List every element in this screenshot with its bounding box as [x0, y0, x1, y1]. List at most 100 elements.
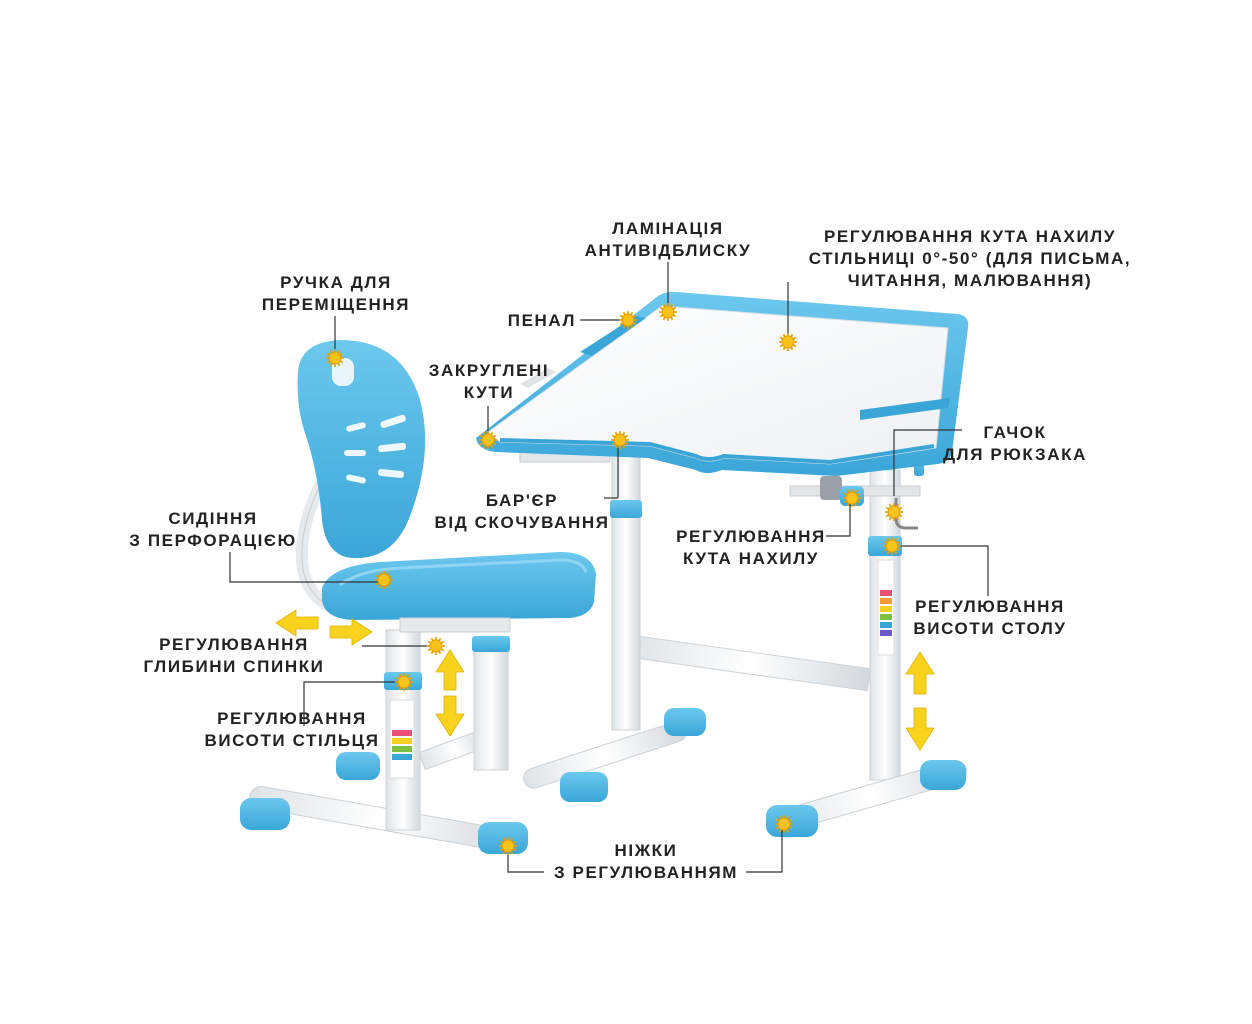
label-line: ВИСОТИ СТОЛУ	[913, 619, 1067, 638]
label-feet: НІЖКИ З РЕГУЛЮВАННЯМ	[546, 840, 746, 884]
hotspot-tilt-sun-dot-icon	[843, 489, 861, 507]
label-line: РЕГУЛЮВАННЯ	[676, 527, 826, 546]
label-line: СТІЛЬНИЦІ 0°-50° (ДЛЯ ПИСЬМА,	[808, 249, 1132, 268]
label-line: З ПЕРФОРАЦІЄЮ	[129, 531, 297, 550]
arrow-right-icon	[329, 618, 373, 646]
label-tilt: РЕГУЛЮВАННЯ КУТА НАХИЛУ	[668, 526, 834, 570]
chair-scale-sticker	[389, 699, 415, 779]
anti-roll-barrier	[499, 438, 935, 465]
book-stop	[860, 398, 950, 420]
chair-seat	[322, 552, 596, 620]
label-table-height: РЕГУЛЮВАННЯ ВИСОТИ СТОЛУ	[902, 596, 1078, 640]
hotspot-feet-right-sun-dot-icon	[775, 815, 793, 833]
backrest-handle	[332, 358, 354, 386]
chair-base	[240, 727, 528, 854]
label-line: ВИСОТИ СТІЛЬЦЯ	[204, 731, 380, 750]
label-pencil: ПЕНАЛ	[470, 310, 576, 332]
leader-lines	[229, 262, 989, 873]
arrow-down-icon	[905, 707, 935, 751]
label-line: НІЖКИ	[614, 841, 678, 860]
label-line: ГАЧОК	[983, 423, 1047, 442]
sun-core	[777, 817, 791, 831]
label-line: АНТИВІДБЛИСКУ	[584, 241, 752, 260]
hotspot-hook-sun-dot-icon	[885, 503, 903, 521]
chair-rear-collar	[472, 636, 510, 652]
sun-core	[377, 573, 391, 587]
hotspot-chair-height-sun-dot-icon	[395, 673, 413, 691]
leader-feet-right	[746, 824, 783, 873]
height-scale-sticker	[877, 559, 895, 656]
chair-rear-column	[473, 639, 509, 771]
sun-core	[887, 505, 901, 519]
desk-left-pole	[611, 439, 641, 731]
desk-tabletop	[476, 291, 969, 476]
label-line: ГЛИБИНИ СПИНКИ	[143, 657, 325, 676]
yellow-arrow-icon	[275, 609, 935, 751]
sun-core	[429, 639, 443, 653]
desk-back-bar	[629, 634, 871, 692]
label-seat: СИДІННЯ З ПЕРФОРАЦІЄЮ	[118, 508, 308, 552]
chair	[240, 340, 596, 854]
label-handle: РУЧКА ДЛЯ ПЕРЕМІЩЕННЯ	[246, 272, 426, 316]
label-line: СИДІННЯ	[168, 509, 258, 528]
hotspot-lamination-sun-dot-icon	[659, 303, 677, 321]
hotspot-seat-sun-dot-icon	[375, 571, 393, 589]
label-line: ВІД СКОЧУВАННЯ	[434, 513, 610, 532]
label-line: РЕГУЛЮВАННЯ	[915, 597, 1065, 616]
label-line: РЕГУЛЮВАННЯ КУТА НАХИЛУ	[823, 227, 1116, 246]
label-line: РЕГУЛЮВАННЯ	[217, 709, 367, 728]
hotspot-markers	[326, 303, 903, 855]
label-back-depth: РЕГУЛЮВАННЯ ГЛИБИНИ СПИНКИ	[136, 634, 332, 678]
desk	[476, 291, 969, 837]
sun-core	[781, 335, 795, 349]
desk-left-collar	[610, 500, 642, 518]
sun-core	[885, 539, 899, 553]
desk-left-base	[523, 708, 706, 802]
label-tilt-top: РЕГУЛЮВАННЯ КУТА НАХИЛУ СТІЛЬНИЦІ 0°-50°…	[790, 226, 1150, 292]
hotspot-back-depth-sun-dot-icon	[427, 637, 445, 655]
tilt-mechanism	[820, 476, 842, 500]
sun-core	[613, 433, 627, 447]
seat-mechanism	[399, 617, 511, 633]
label-rounded: ЗАКРУГЛЕНІ КУТИ	[414, 360, 564, 404]
sun-core	[661, 305, 675, 319]
sun-core	[501, 839, 515, 853]
sun-core	[328, 351, 342, 365]
label-line: ПЕРЕМІЩЕННЯ	[261, 295, 411, 314]
arrow-up-icon	[905, 651, 935, 695]
hotspot-barrier-sun-dot-icon	[611, 431, 629, 449]
hotspot-table-height-sun-dot-icon	[883, 537, 901, 555]
label-hook: ГАЧОК ДЛЯ РЮКЗАКА	[930, 422, 1100, 466]
chair-backrest	[297, 340, 426, 559]
sun-core	[845, 491, 859, 505]
leader-chair-height	[303, 681, 398, 726]
label-barrier: БАР'ЄР ВІД СКОЧУВАННЯ	[424, 490, 620, 534]
desk-right-base	[766, 759, 968, 837]
hotspot-pencil-sun-dot-icon	[619, 311, 637, 329]
label-line: ЗАКРУГЛЕНІ	[428, 361, 550, 380]
label-line: ЧИТАННЯ, МАЛЮВАННЯ)	[847, 271, 1093, 290]
leader-hook	[893, 429, 962, 496]
sun-core	[397, 675, 411, 689]
label-line: РУЧКА ДЛЯ	[280, 273, 392, 292]
label-lamination: ЛАМІНАЦІЯ АНТИВІДБЛИСКУ	[578, 218, 758, 262]
label-line: РЕГУЛЮВАННЯ	[159, 635, 309, 654]
arrow-up-icon	[435, 649, 465, 691]
hotspot-tilt-top-sun-dot-icon	[779, 333, 797, 351]
label-chair-height: РЕГУЛЮВАННЯ ВИСОТИ СТІЛЬЦЯ	[200, 708, 384, 752]
hotspot-handle-sun-dot-icon	[326, 349, 344, 367]
label-line: З РЕГУЛЮВАННЯМ	[553, 863, 739, 882]
label-line: КУТА НАХИЛУ	[683, 549, 819, 568]
label-line: КУТИ	[463, 383, 515, 402]
sun-core	[621, 313, 635, 327]
label-line: ДЛЯ РЮКЗАКА	[942, 445, 1088, 464]
arrow-left-icon	[275, 609, 319, 637]
hotspot-rounded-sun-dot-icon	[479, 431, 497, 449]
label-line: ЛАМІНАЦІЯ	[612, 219, 724, 238]
leader-tilt	[826, 502, 851, 537]
hotspot-feet-left-sun-dot-icon	[499, 837, 517, 855]
leader-seat	[229, 552, 378, 583]
sun-core	[481, 433, 495, 447]
label-line: БАР'ЄР	[485, 491, 559, 510]
